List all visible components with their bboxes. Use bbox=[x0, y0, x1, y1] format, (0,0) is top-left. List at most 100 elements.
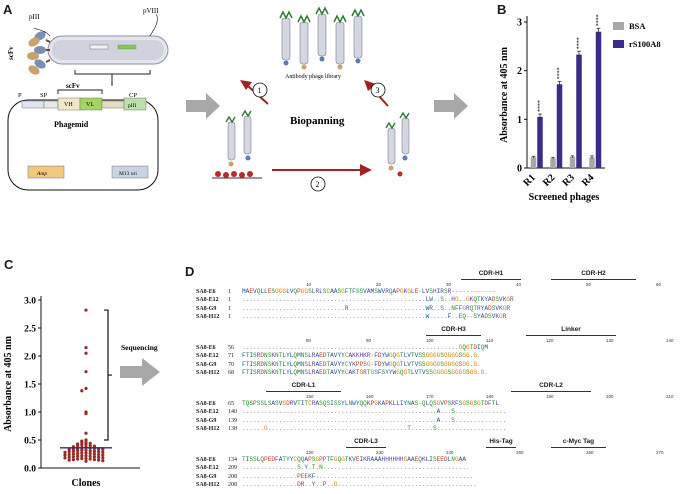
chart-c-point bbox=[71, 449, 75, 453]
chart-c-point bbox=[63, 450, 67, 454]
chart-c-point bbox=[84, 412, 88, 416]
chart-c-point bbox=[97, 450, 101, 454]
sequencing-arrow bbox=[120, 358, 160, 386]
alignment-sequence: TQSPSSLSASVGDRVTITCRASQSISSYLNWYQQKPGKAP… bbox=[242, 400, 500, 407]
chart-c-ytick-label: 2.0 bbox=[24, 353, 36, 363]
alignment-ruler-tick: 50 bbox=[586, 282, 592, 287]
chart-c-point bbox=[67, 447, 71, 452]
legend-label-bsa: BSA bbox=[629, 21, 646, 31]
alignment-ruler-tick: 270 bbox=[656, 450, 664, 455]
chart-c-point bbox=[84, 454, 88, 458]
chart-c-point bbox=[71, 455, 75, 459]
chart-c-point bbox=[80, 389, 84, 393]
alignment-sequence-start: 208 bbox=[228, 473, 237, 480]
legend-swatch-bsa bbox=[613, 22, 624, 30]
chart-c-point bbox=[88, 457, 92, 461]
alignment-ruler-tick: 160 bbox=[366, 394, 374, 399]
piii-label: pIII bbox=[29, 13, 40, 21]
alignment-ruler-tick: 100 bbox=[426, 338, 434, 343]
alignment-sequence: ........................................… bbox=[242, 296, 514, 304]
alignment-ruler-tick: 60 bbox=[656, 282, 662, 287]
alignment-sequence-name: SA8-E6 bbox=[196, 345, 216, 351]
phage-library bbox=[279, 6, 365, 70]
chart-b-ylabel: Absorbance at 405 nm bbox=[499, 46, 510, 143]
chart-c-point bbox=[88, 444, 92, 448]
cycle-arrow-3-head bbox=[364, 80, 376, 91]
alignment-region-bar bbox=[551, 279, 636, 280]
chart-c-point bbox=[88, 441, 92, 445]
alignment-region-label: CDR-L3 bbox=[354, 438, 378, 445]
alignment-sequence: ........................................… bbox=[242, 408, 507, 416]
chart-c-point bbox=[88, 449, 92, 453]
chart-b-category-label: R3 bbox=[560, 172, 576, 188]
alignment-ruler-tick: 30 bbox=[446, 282, 452, 287]
chart-c-point bbox=[84, 351, 88, 355]
chart-c-ylabel: Absorbance at 405 nm bbox=[3, 335, 14, 432]
panel-a-schematic: pIII pVIII scFv scFv P SP VH VL CP pIII … bbox=[7, 6, 468, 192]
legend-label-rs100a8: rS100A8 bbox=[629, 39, 661, 49]
chart-c-point bbox=[84, 440, 88, 444]
chart-c-point bbox=[80, 443, 84, 447]
chart-c-ytick-label: 1.0 bbox=[24, 409, 36, 419]
chart-b-bar bbox=[589, 157, 595, 168]
alignment-sequence-start: 1 bbox=[228, 289, 231, 295]
alignment-region-label: CDR-L1 bbox=[291, 382, 316, 389]
chart-c-point bbox=[67, 450, 71, 454]
chart-c-point bbox=[84, 431, 88, 435]
chart-b-bar bbox=[530, 157, 537, 168]
chart-b-legend: BSA rS100A8 bbox=[613, 21, 661, 49]
biopanning-label: Biopanning bbox=[290, 115, 345, 127]
chart-c-point bbox=[101, 450, 105, 454]
chart-c-point bbox=[84, 438, 88, 442]
alignment-region-bar bbox=[511, 391, 591, 392]
alignment-ruler-tick: 10 bbox=[306, 282, 312, 287]
alignment-ruler-tick: 130 bbox=[606, 338, 614, 343]
alignment-sequence-start: 208 bbox=[228, 482, 237, 489]
panel-c-scatter-chart: 0.00.51.01.52.02.53.0 Absorbance at 405 … bbox=[3, 296, 160, 489]
alignment-ruler-tick: 190 bbox=[546, 394, 554, 399]
alignment-sequence-start: 140 bbox=[228, 409, 237, 416]
alignment-region-bar bbox=[526, 335, 616, 336]
alignment-sequence: ...............PEEKF....................… bbox=[242, 472, 474, 480]
alignment-sequence-name: SA8-E6 bbox=[196, 401, 216, 407]
chart-c-bracket bbox=[104, 309, 112, 441]
chart-c-ytick-label: 2.5 bbox=[24, 325, 36, 335]
alignment-sequence-name: SA8-E6 bbox=[196, 289, 216, 295]
chart-c-point bbox=[76, 451, 80, 456]
alignment-ruler-tick: 250 bbox=[516, 450, 524, 455]
chart-c-ytick-label: 0.0 bbox=[24, 465, 36, 475]
chart-c-point bbox=[84, 442, 88, 447]
phagemid-map bbox=[7, 89, 159, 191]
chart-c-bracket-label: Sequencing bbox=[121, 343, 158, 352]
chart-b-bar bbox=[537, 116, 543, 168]
alignment-sequence-name: SA8-H12 bbox=[196, 426, 220, 433]
chart-b-significance: **** bbox=[538, 100, 544, 112]
step-3-label: 3 bbox=[376, 86, 380, 95]
alignment-sequence-name: SA8-H12 bbox=[196, 482, 220, 489]
alignment-ruler-tick: 170 bbox=[426, 394, 434, 399]
alignment-ruler-tick: 40 bbox=[516, 282, 522, 287]
chart-b-ytick-label: 1 bbox=[517, 115, 522, 126]
alignment-sequence-name: SA8-H12 bbox=[196, 314, 220, 321]
alignment-sequence-name: SA8-H12 bbox=[196, 370, 220, 377]
alignment-region-bar bbox=[551, 447, 606, 448]
chart-c-point bbox=[101, 456, 105, 460]
chart-c-point bbox=[63, 456, 67, 460]
step-3-circle bbox=[370, 82, 386, 98]
alignment-ruler-tick: 150 bbox=[306, 394, 314, 399]
chart-b-ytick-label: 0 bbox=[517, 164, 522, 175]
signal-peptide-label: SP bbox=[40, 92, 48, 99]
alignment-ruler-tick: 210 bbox=[666, 394, 674, 399]
chart-c-point bbox=[97, 458, 101, 462]
chart-c-point bbox=[84, 459, 88, 463]
alignment-ruler-tick: 200 bbox=[606, 394, 614, 399]
alignment-sequence-name: SA8-E6 bbox=[196, 457, 216, 463]
alignment-ruler-tick: 80 bbox=[306, 338, 312, 343]
bound-phages-left bbox=[212, 109, 262, 179]
alignment-ruler-tick: 180 bbox=[486, 394, 494, 399]
chart-b-ytick-label: 3 bbox=[517, 18, 522, 29]
chart-c-point bbox=[80, 448, 84, 452]
chart-c-xlabel: Clones bbox=[72, 478, 101, 489]
scfv-fusions bbox=[27, 31, 51, 75]
chart-b-xlabel: Screened phages bbox=[529, 192, 600, 203]
